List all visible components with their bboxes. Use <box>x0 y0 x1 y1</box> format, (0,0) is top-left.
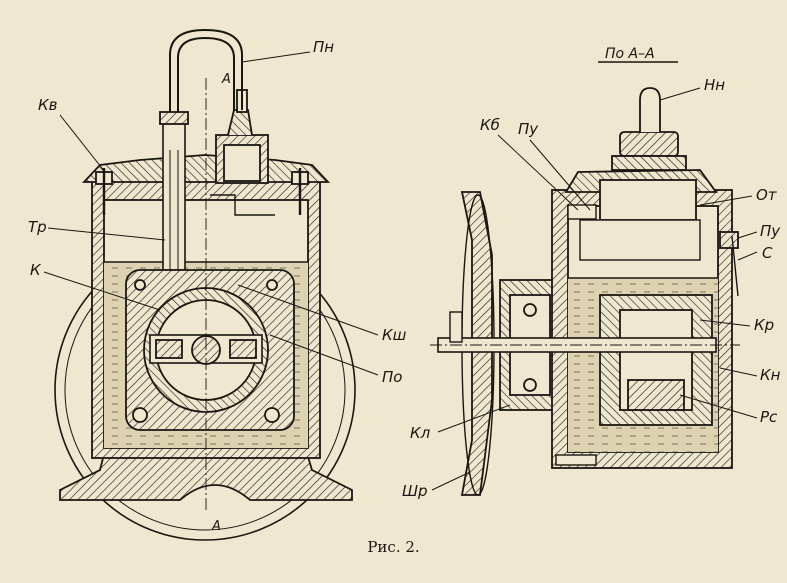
label-kv: Кв <box>38 96 58 114</box>
label-pu-right: Пу <box>760 222 781 240</box>
label-rs: Рс <box>760 408 778 426</box>
leader-lines <box>43 51 758 491</box>
knob-base <box>619 131 679 157</box>
section-title: По А–А <box>605 46 655 62</box>
label-nn: Нн <box>704 76 725 94</box>
label-shr: Шр <box>402 482 428 500</box>
label-kb: Кб <box>480 116 500 134</box>
label-kr: Кр <box>754 316 774 334</box>
label-kn: Кн <box>760 366 781 384</box>
front-view <box>54 28 356 541</box>
label-tr: Тр <box>28 218 47 236</box>
label-ot: От <box>756 186 778 204</box>
screw-kb <box>567 204 597 220</box>
ring-rs <box>627 379 685 411</box>
label-k: К <box>30 261 42 279</box>
knob-nn <box>639 87 661 132</box>
label-pn: Пн <box>313 38 334 56</box>
section-view <box>430 61 740 496</box>
figure-caption: Рис. 2. <box>367 538 420 556</box>
pipe-tr <box>162 119 186 271</box>
label-pu-left: Пу <box>518 120 539 138</box>
label-po: По <box>382 368 402 386</box>
label-section-a-bottom: А <box>211 519 221 534</box>
label-kl: Кл <box>410 424 431 442</box>
label-ksh: Кш <box>382 326 407 344</box>
label-s: С <box>762 244 773 262</box>
label-section-a-top: А <box>221 72 231 87</box>
labels: Пн Кв Тр К Кш По А А По А–А Нн Кб Пу От … <box>28 38 781 534</box>
